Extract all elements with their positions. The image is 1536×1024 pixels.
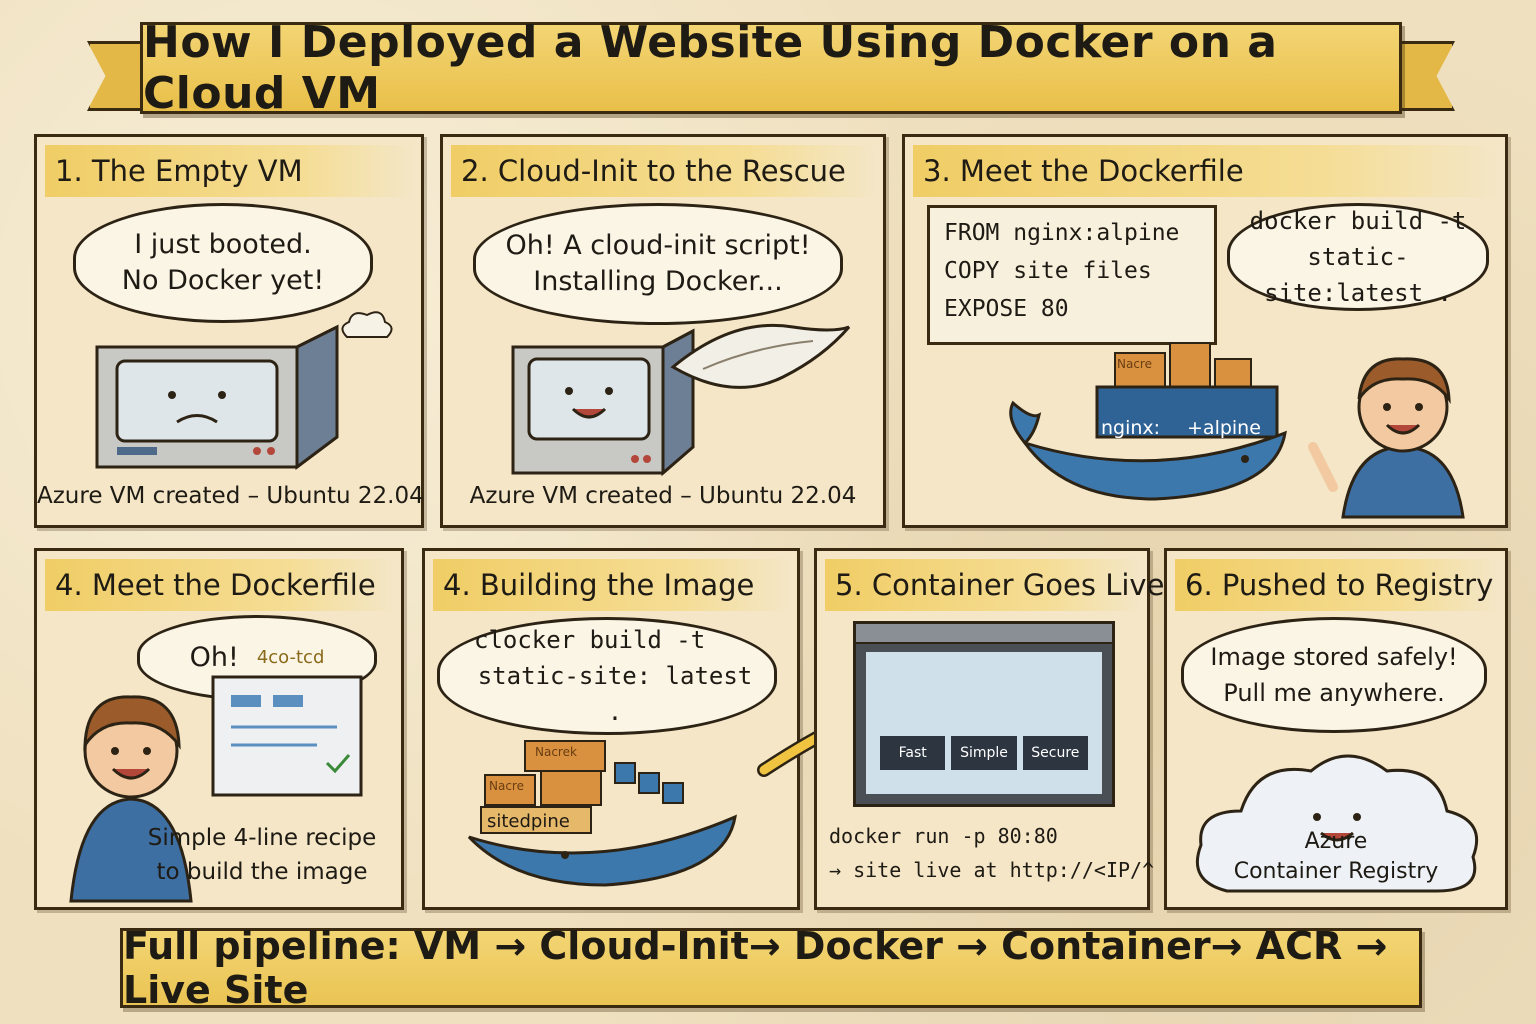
site-button-secure[interactable]: Secure [1022,736,1088,770]
panel-container-live: 5. Container Goes Live Fast Simple Secur… [814,548,1164,910]
panel-caption: Azure VM created – Ubuntu 22.04 [469,483,857,509]
docker-whale-icon [1009,342,1287,501]
site-button-simple[interactable]: Simple [951,736,1017,770]
panel-title: 2. Cloud-Init to the Rescue [451,145,875,197]
code-line: FROM nginx:alpine [944,220,1180,246]
panel-title: 6. Pushed to Registry [1175,559,1497,611]
script-scroll-icon [670,323,851,389]
crate-label: Nacre [489,779,524,793]
browser-toolbar [856,624,1112,644]
panel-title: 3. Meet the Dockerfile [913,145,1497,197]
site-button-fast[interactable]: Fast [880,736,946,770]
speech-bubble: Oh! A cloud-init script! Installing Dock… [473,203,843,325]
document-icon [211,675,363,797]
docker-whale-icon [467,740,737,887]
crate-label: Nacrek [535,745,577,759]
speech-bubble: Image stored safely! Pull me anywhere. [1181,617,1487,733]
panel-caption: Simple 4-line recipe to build the image [147,825,377,885]
panel-caption: docker run -p 80:80 → site live at http:… [829,824,1155,882]
panel-caption: Azure VM created – Ubuntu 22.04 [37,483,424,509]
speech-bubble: I just booted. No Docker yet! [73,203,373,323]
boy-character-icon [69,695,193,903]
panel-empty-vm: 1. The Empty VM I just booted. No Docker… [34,134,424,528]
panel-building-image: 4. Building the Image clocker build -t s… [422,548,800,910]
panel-cloud-init: 2. Cloud-Init to the Rescue Oh! A cloud-… [440,134,886,528]
cloud-registry-icon [1195,754,1479,893]
panel-registry: 6. Pushed to Registry Image stored safel… [1164,548,1508,910]
site-button-row: Fast Simple Secure [880,736,1088,770]
panel-title: 1. The Empty VM [45,145,413,197]
dockerfile-card: FROM nginx:alpine COPY site files EXPOSE… [927,205,1217,345]
browser-window: Fast Simple Secure [853,621,1115,807]
page-title: How I Deployed a Website Using Docker on… [143,17,1278,119]
browser-viewport: Fast Simple Secure [866,652,1102,794]
pipeline-text: Full pipeline: VM → Cloud-Init→ Docker →… [123,924,1388,1012]
panel-title: 4. Meet the Dockerfile [45,559,393,611]
speech-bubble: clocker build -t static-site: latest . [437,617,777,735]
crate-label: nginx: [1101,417,1161,439]
cloud-label: Azure Container Registry [1233,829,1439,884]
crate-label: +alpine [1187,417,1261,439]
crate-label: sitedpine [487,811,570,832]
crate-label: Nacre [1117,357,1152,371]
panel-dockerfile: 3. Meet the Dockerfile FROM nginx:alpine… [902,134,1508,528]
panel-dockerfile-recipe: 4. Meet the Dockerfile Oh! 4co-tcd Simpl… [34,548,404,910]
code-line: COPY site files [944,258,1152,284]
panel-title: 4. Building the Image [433,559,789,611]
boy-character-icon [1308,357,1465,519]
vm-server-icon [95,324,339,470]
title-banner: How I Deployed a Website Using Docker on… [140,17,1402,119]
speech-bubble: docker build -t static-site:latest . [1227,203,1489,311]
pipeline-banner: Full pipeline: VM → Cloud-Init→ Docker →… [120,924,1422,1012]
panel-title: 5. Container Goes Live [825,559,1164,611]
code-line: EXPOSE 80 [944,296,1069,322]
puff-cloud-icon [341,311,393,338]
